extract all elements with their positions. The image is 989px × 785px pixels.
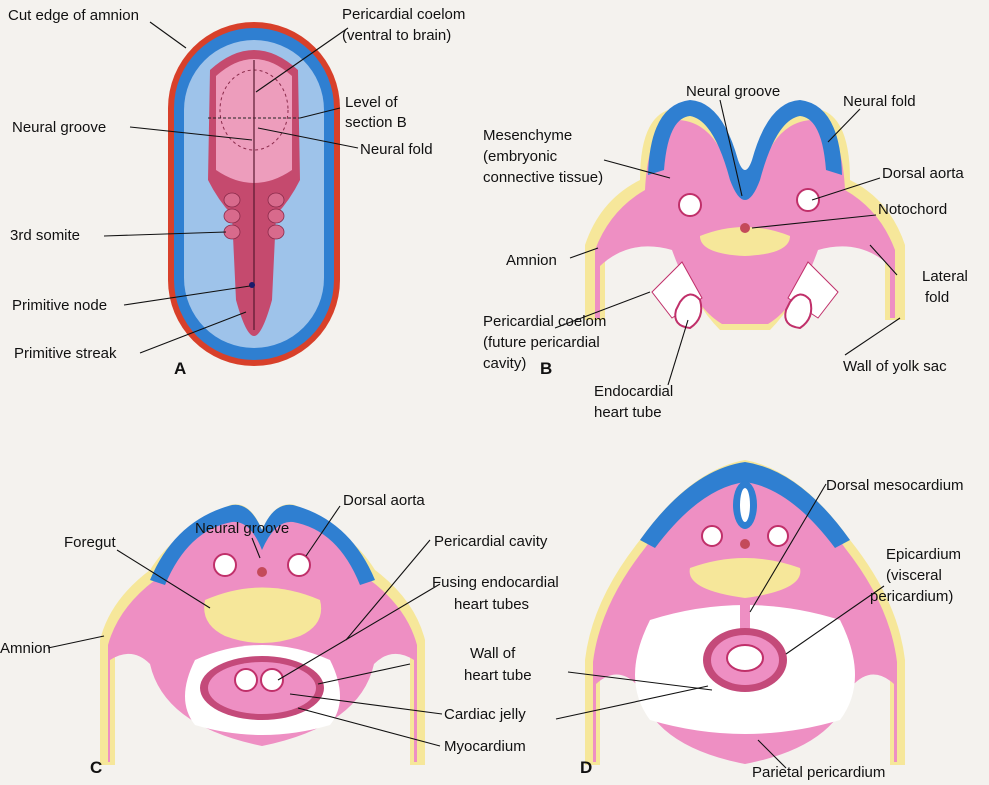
label-pericardial-coelom-b-sub2: cavity)	[483, 355, 526, 372]
panel-d-cross-section: Dorsal mesocardium Epicardium (visceral …	[555, 460, 964, 781]
label-epicardium-pericardium: pericardium)	[870, 588, 953, 605]
panel-letter-d: D	[580, 758, 592, 777]
neural-canal-d	[740, 488, 750, 522]
label-notochord: Notochord	[878, 201, 947, 218]
somite	[267, 208, 285, 224]
somite	[223, 192, 241, 208]
label-amnion-b: Amnion	[506, 252, 557, 269]
label-epicardium: Epicardium	[886, 546, 961, 563]
dorsal-aorta-c-left	[213, 553, 237, 577]
endocardium-d	[726, 644, 764, 672]
label-pericardial-coelom-b-sub1: (future pericardial	[483, 334, 600, 351]
neural-ectoderm-d	[640, 462, 850, 548]
label-wall-yolk-sac: Wall of yolk sac	[843, 358, 947, 375]
foregut-c	[204, 587, 322, 643]
label-neural-fold-b: Neural fold	[843, 93, 916, 110]
label-dorsal-mesocardium: Dorsal mesocardium	[826, 477, 964, 494]
notochord-d	[740, 539, 750, 549]
cardiac-jelly-c	[208, 662, 316, 714]
endocardial-tube-right	[784, 293, 813, 330]
label-pericardial-coelom-b: Pericardial coelom	[483, 313, 606, 330]
label-neural-groove-b: Neural groove	[686, 83, 780, 100]
endocardial-tube-c-right	[260, 668, 284, 692]
label-section-b: section B	[345, 114, 407, 131]
panel-letter-a: A	[174, 359, 186, 378]
label-epicardium-visceral: (visceral	[886, 567, 942, 584]
label-lateral-fold: fold	[925, 289, 949, 306]
label-mesenchyme: Mesenchyme	[483, 127, 572, 144]
somites	[223, 192, 285, 240]
label-foregut: Foregut	[64, 534, 117, 551]
label-neural-fold-a: Neural fold	[360, 141, 433, 158]
label-primitive-node: Primitive node	[12, 297, 107, 314]
label-parietal-pericardium: Parietal pericardium	[752, 764, 885, 780]
primitive-node	[249, 282, 255, 288]
dorsal-aorta-right	[796, 188, 820, 212]
label-wall-heart-tube: heart tube	[464, 667, 532, 684]
label-wall-of: Wall of	[470, 645, 516, 662]
label-mesenchyme-sub2: connective tissue)	[483, 169, 603, 186]
panel-c-cross-section: Neural groove Dorsal aorta Foregut Peric…	[0, 492, 559, 777]
endocardial-tube-left	[674, 293, 703, 330]
endocardial-tube-c-left	[234, 668, 258, 692]
label-neural-groove-c: Neural groove	[195, 520, 289, 537]
label-fusing-heart-tubes: heart tubes	[454, 596, 529, 613]
somite	[223, 208, 241, 224]
label-endocardial: Endocardial	[594, 383, 673, 400]
label-mesenchyme-sub1: (embryonic	[483, 148, 558, 165]
label-amnion-c: Amnion	[0, 640, 51, 657]
label-cut-edge-amnion: Cut edge of amnion	[8, 7, 139, 24]
dorsal-aorta-left	[678, 193, 702, 217]
somite	[223, 224, 241, 240]
somite	[267, 224, 285, 240]
panel-letter-b: B	[540, 359, 552, 378]
label-level-of: Level of	[345, 94, 398, 111]
panel-b-cross-section: Neural groove Neural fold Mesenchyme (em…	[483, 83, 968, 421]
dorsal-aorta-d-left	[701, 525, 723, 547]
foregut-b	[700, 227, 790, 256]
dorsal-mesocardium-shape	[740, 598, 750, 630]
panel-letter-c: C	[90, 758, 102, 777]
label-pericardial-coelom-sub: (ventral to brain)	[342, 27, 451, 44]
dorsal-aorta-c-right	[287, 553, 311, 577]
label-neural-groove-a: Neural groove	[12, 119, 106, 136]
label-dorsal-aorta-b: Dorsal aorta	[882, 165, 964, 182]
label-pericardial-cavity: Pericardial cavity	[434, 533, 548, 550]
label-dorsal-aorta-c: Dorsal aorta	[343, 492, 425, 509]
mesenchyme-body-b	[595, 119, 895, 324]
label-fusing-endocardial: Fusing endocardial	[432, 574, 559, 591]
label-cardiac-jelly: Cardiac jelly	[444, 706, 526, 723]
dorsal-aorta-d-right	[767, 525, 789, 547]
notochord-c	[257, 567, 267, 577]
foregut-d	[689, 558, 801, 598]
label-lateral: Lateral	[922, 268, 968, 285]
label-myocardium: Myocardium	[444, 738, 526, 755]
label-primitive-streak: Primitive streak	[14, 345, 117, 362]
neural-ectoderm-b	[648, 100, 842, 200]
notochord-b	[740, 223, 750, 233]
neural-ectoderm-c	[150, 504, 375, 585]
panel-a-embryo-dorsal-view: Cut edge of amnion Pericardial coelom (v…	[8, 6, 465, 378]
label-endocardial-heart-tube: heart tube	[594, 404, 662, 421]
somite	[267, 192, 285, 208]
label-3rd-somite: 3rd somite	[10, 227, 80, 244]
label-pericardial-coelom: Pericardial coelom	[342, 6, 465, 23]
